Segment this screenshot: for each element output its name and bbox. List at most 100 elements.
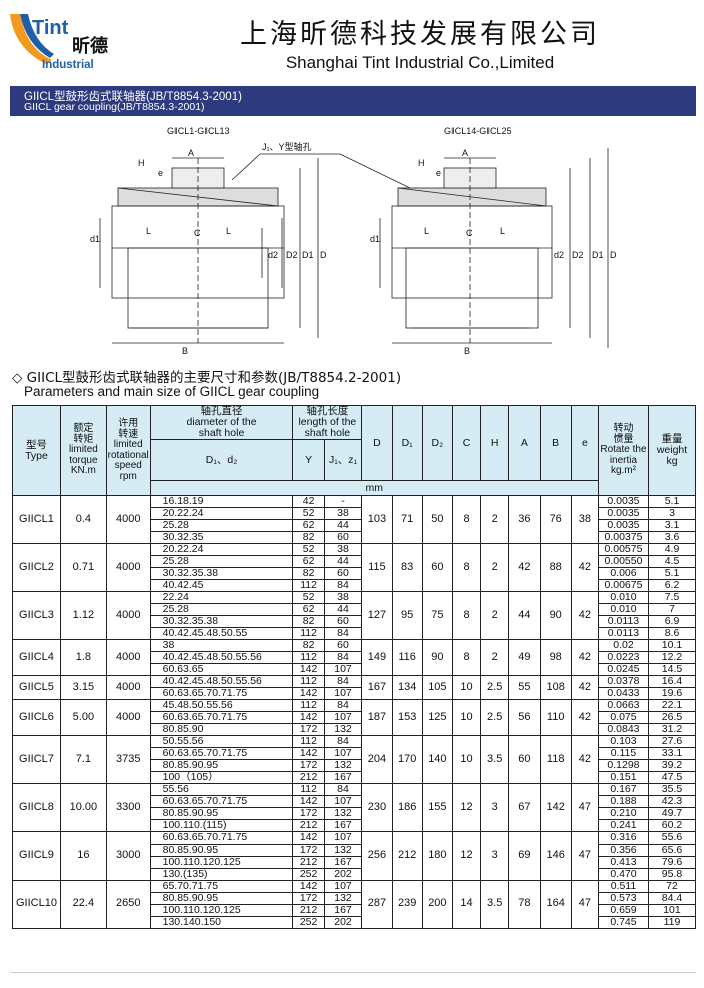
cell-J1Z1: 107 [323,711,363,725]
dim-L-left-2: L [226,226,231,236]
cell-speed: 3300 [105,783,151,833]
cell-J1Z1: 44 [323,555,363,569]
cell-J1Z1: 107 [323,687,363,701]
cell-weight: 119 [647,915,697,929]
cell-inertia: 0.0035 [597,519,649,533]
cell-Y: 142 [292,831,325,845]
cell-D: 103 [361,495,393,545]
cell-bore-diameters: 80.85.90.95 [149,807,294,821]
cell-bore-diameters: 20.22.24 [149,507,294,521]
cell-B: 98 [539,639,572,677]
cell-J1Z1: 84 [323,675,363,689]
cell-weight: 27.6 [647,735,697,749]
cell-weight: 3.6 [647,531,697,545]
cell-inertia: 0.1298 [597,759,649,773]
cell-J1Z1: 107 [323,795,363,809]
cell-J1Z1: 44 [323,519,363,533]
cell-weight: 7 [647,603,697,617]
cell-bore-diameters: 80.85.90.95 [149,891,294,905]
cell-torque: 0.71 [59,543,107,593]
section-title-cn: ◇ GIICL型鼓形齿式联轴器的主要尺寸和参数(JB/T8854.2-2001) [12,370,402,386]
cell-bore-diameters: 100.110.120.125 [149,855,294,869]
cell-J1Z1: 167 [323,903,363,917]
cell-H: 2 [480,591,510,641]
cell-weight: 31.2 [647,723,697,737]
cell-type: GIICL8 [12,783,61,833]
th-B: B [539,404,572,482]
table-header-row-2: D₁、d₂ Y J₁、z₁ [13,439,696,482]
cell-inertia: 0.006 [597,567,649,581]
cell-C: 8 [451,543,482,593]
cell-J1Z1: - [323,495,363,509]
cell-C: 12 [451,831,482,881]
cell-inertia: 0.356 [597,843,649,857]
cell-inertia: 0.010 [597,591,649,605]
cell-J1Z1: 132 [323,723,363,737]
cell-C: 8 [451,639,482,677]
cell-bore-diameters: 30.32.35.38 [149,615,294,629]
logo-tint-text: Tint [32,17,69,39]
th-J1Z1: J₁、z₁ [323,439,363,482]
cell-A: 78 [508,879,541,929]
cell-J1Z1: 60 [323,531,363,545]
cell-torque: 7.1 [59,735,107,785]
cell-Y: 172 [292,843,325,857]
cell-torque: 1.8 [59,639,107,677]
cell-inertia: 0.02 [597,639,649,653]
cell-bore-diameters: 40.42.45.48.50.55 [149,627,294,641]
cell-J1Z1: 44 [323,603,363,617]
cell-C: 10 [451,735,482,785]
cell-H: 2 [480,495,510,545]
cell-B: 164 [539,879,572,929]
cell-type: GIICL6 [12,699,61,737]
dim-d2-left: d2 [268,250,278,260]
cell-weight: 19.6 [647,687,697,701]
cell-J1Z1: 132 [323,759,363,773]
cell-J1Z1: 84 [323,699,363,713]
cell-B: 108 [539,675,572,701]
cell-Y: 112 [292,699,325,713]
cell-A: 49 [508,639,541,677]
cell-H: 3.5 [480,735,510,785]
dim-A-right: A [462,148,468,158]
cell-D2: 180 [421,831,453,881]
cell-D: 127 [361,591,393,641]
cell-Y: 82 [292,615,325,629]
cell-weight: 33.1 [647,747,697,761]
cell-Y: 112 [292,627,325,641]
cell-inertia: 0.511 [597,879,649,893]
cell-weight: 72 [647,879,697,893]
cell-inertia: 0.745 [597,915,649,929]
cell-weight: 84.4 [647,891,697,905]
cell-e: 42 [570,543,599,593]
cell-weight: 55.6 [647,831,697,845]
cell-torque: 5.00 [59,699,107,737]
cell-D1: 134 [391,675,423,701]
cell-J1Z1: 60 [323,639,363,653]
cell-e: 47 [570,783,599,833]
cell-inertia: 0.115 [597,747,649,761]
cell-H: 3.5 [480,879,510,929]
logo-cn-text: 昕德 [72,35,108,57]
cell-D1: 186 [391,783,423,833]
company-logo: Tint 昕德 Industrial [6,8,118,71]
th-D: D [361,404,393,482]
cell-Y: 112 [292,579,325,593]
cell-inertia: 0.573 [597,891,649,905]
dim-B-left: B [182,346,188,356]
cell-J1Z1: 107 [323,663,363,677]
cell-Y: 82 [292,567,325,581]
company-name-cn: 上海昕德科技发展有限公司 [240,19,600,50]
dim-D-left: D [320,250,327,260]
dim-D2-left: D2 [286,250,298,260]
